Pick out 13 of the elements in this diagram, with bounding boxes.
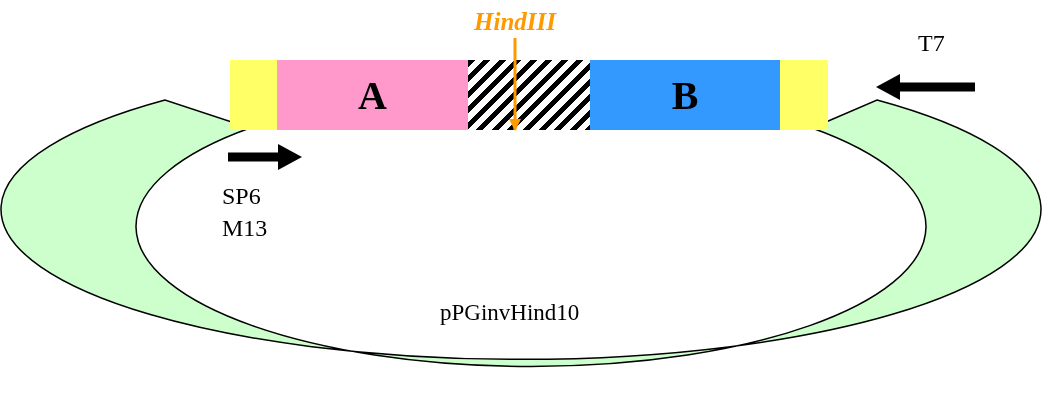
primer-label: M13	[222, 215, 268, 242]
restriction-site-label: HindIII	[470, 6, 560, 38]
segment-label: A	[358, 71, 387, 119]
arrow	[509, 38, 521, 131]
insert-segment	[230, 60, 277, 130]
segment-label: B	[671, 71, 699, 119]
primer-label: SP6	[222, 183, 261, 210]
segment-box	[277, 60, 468, 130]
hatched-segment	[468, 60, 590, 130]
segment-box	[590, 60, 780, 130]
insert-segment	[780, 60, 828, 130]
primer-label: T7	[918, 30, 945, 57]
plasmid-name: pPGinvHind10	[440, 300, 580, 326]
